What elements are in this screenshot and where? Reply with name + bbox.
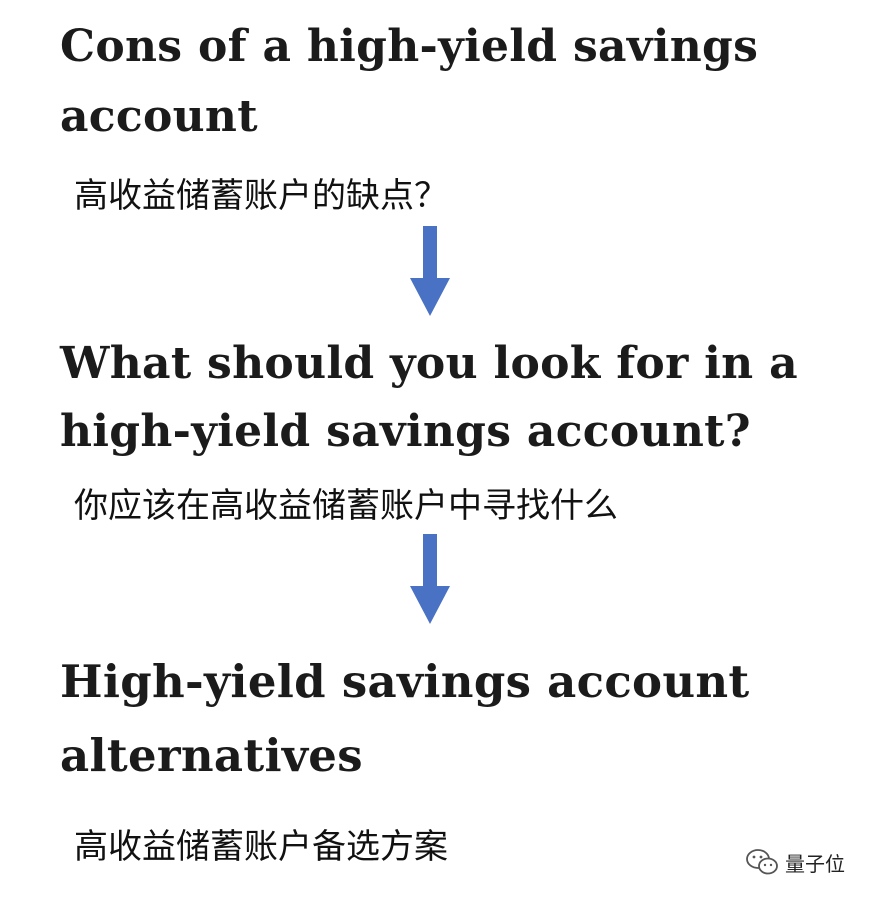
down-arrow-icon <box>410 226 450 316</box>
translation-what-to-look-for: 你应该在高收益储蓄账户中寻找什么 <box>74 486 618 526</box>
translation-alternatives: 高收益储蓄账户备选方案 <box>74 827 448 867</box>
heading-alternatives: High-yield savings account alternatives <box>60 655 750 783</box>
watermark: 量子位 <box>745 846 845 878</box>
translation-cons: 高收益储蓄账户的缺点？ <box>74 176 448 216</box>
heading-cons: Cons of a high-yield savings account <box>60 21 759 143</box>
heading-what-to-look-for: What should you look for in a high-yield… <box>60 338 798 458</box>
down-arrow-icon <box>410 534 450 624</box>
watermark-text: 量子位 <box>785 851 845 876</box>
wechat-icon <box>746 849 778 875</box>
